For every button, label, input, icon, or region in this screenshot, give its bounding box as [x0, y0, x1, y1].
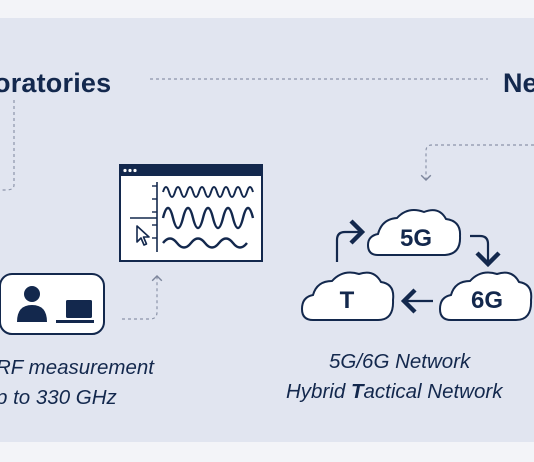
cloud-5g: [366, 209, 462, 256]
lab-caption-line2: p to 330 GHz: [0, 386, 117, 409]
user-laptop-box: [0, 273, 105, 335]
user-icon: [17, 286, 47, 322]
network-caption-line1: 5G/6G Network: [329, 350, 471, 373]
cursor-icon: [136, 225, 150, 246]
signal-monitor-icon: [119, 164, 263, 262]
cloud-5g-label: 5G: [399, 225, 432, 252]
laboratories-heading: oratories: [0, 68, 112, 98]
arrow-5g-to-6g: [470, 234, 501, 268]
network-caption-post: actical Network: [363, 380, 503, 403]
network-entry-dashed: [420, 144, 534, 182]
cloud-t: [300, 271, 395, 321]
lab-vertical-dashed: [0, 100, 15, 191]
laptop-icon: [56, 300, 94, 323]
lab-caption-line1: RF measurement: [0, 356, 154, 379]
network-heading: Ne: [503, 68, 534, 98]
user-to-monitor-dashed: [122, 274, 163, 320]
cloud-6g-label: 6G: [470, 287, 503, 314]
cloud-6g: [438, 271, 533, 321]
arrow-t-to-5g: [335, 219, 366, 262]
network-caption-pre: Hybrid: [286, 380, 351, 403]
network-caption-line2: Hybrid Tactical Network: [286, 380, 502, 404]
network-caption-bold-t: T: [350, 380, 364, 403]
wave-high-frequency: [162, 186, 254, 198]
wave-low-frequency: [162, 237, 248, 249]
cloud-t-label: T: [339, 287, 355, 314]
wave-mid-frequency: [161, 206, 255, 230]
